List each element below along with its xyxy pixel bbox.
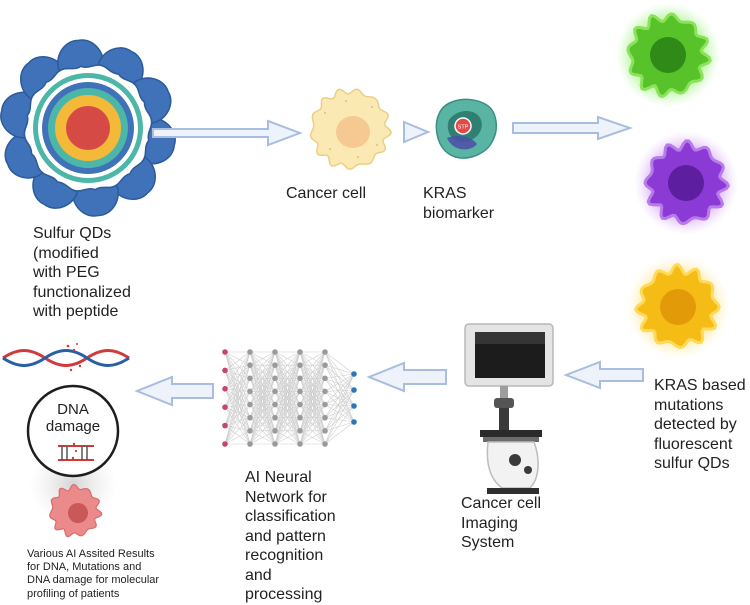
nn-output-node — [351, 419, 357, 425]
qd-label-line: with peptide — [33, 303, 119, 321]
dna-damage-label-line: DNA — [57, 401, 89, 418]
nn-hidden-node — [272, 401, 278, 408]
qd-label-line: with PEG — [33, 264, 100, 282]
mutations-label-line: KRAS based — [654, 377, 746, 394]
nn-hidden-node — [322, 414, 328, 421]
nn-hidden-node — [297, 349, 303, 355]
purple-fluorescent-cell-icon — [634, 131, 738, 235]
nn-hidden-node — [322, 428, 328, 434]
results-label-line: for DNA, Mutations and — [27, 561, 142, 574]
nn-hidden-node — [272, 441, 278, 447]
nn-hidden-node — [272, 428, 278, 434]
arrow-qd-to-cell — [152, 119, 303, 147]
kras-label-line: KRAS — [423, 185, 467, 202]
arrow-cells-to-imaging — [563, 360, 644, 390]
nn-output-node — [351, 371, 357, 377]
nn-hidden-node — [322, 441, 328, 447]
mutations-label-line: mutations — [654, 396, 724, 414]
kras-label-line: biomarker — [423, 204, 495, 222]
ai-label-line: Network for — [245, 488, 327, 506]
results-label-line: profiling of patients — [27, 587, 120, 600]
ai-label-line: and — [245, 566, 272, 584]
dna-helix-icon — [2, 343, 130, 372]
nn-input-node — [222, 386, 228, 392]
dna-damage-label-line: damage — [45, 418, 101, 436]
stop-sign-label: STP — [458, 125, 469, 131]
nn-input-node — [222, 404, 228, 411]
nn-hidden-node — [322, 375, 328, 382]
qd-label-line: Sulfur QDs — [33, 225, 112, 242]
nn-input-node — [222, 441, 228, 447]
nn-hidden-node — [297, 375, 303, 382]
nn-hidden-node — [247, 375, 253, 382]
nn-hidden-node — [297, 441, 303, 447]
ai-network-label: AI Neural Network for classification and… — [245, 468, 336, 605]
nn-hidden-node — [297, 414, 303, 421]
dna-damage-label: DNA damage — [43, 401, 103, 436]
damaged-dna-icon — [58, 442, 94, 461]
ai-label-line: and pattern — [245, 527, 326, 545]
imaging-system-label: Cancer cell Imaging System — [461, 494, 541, 553]
nn-hidden-node — [322, 349, 328, 355]
nn-hidden-node — [297, 428, 303, 434]
cancer-cell-icon — [309, 88, 392, 171]
yellow-fluorescent-cell-icon — [626, 255, 730, 359]
green-fluorescent-cell-icon — [616, 3, 720, 107]
nn-input-node — [222, 349, 228, 355]
nn-hidden-node — [247, 388, 253, 395]
mutations-label-line: detected by — [654, 416, 737, 434]
arrow-ai-to-results — [134, 375, 214, 407]
mutations-label-line: sulfur QDs — [654, 455, 730, 473]
results-label-line: Various AI Assited Results — [27, 548, 155, 560]
nn-hidden-node — [247, 414, 253, 421]
mutations-label: KRAS based mutations detected by fluores… — [654, 376, 746, 474]
nn-hidden-node — [247, 349, 253, 355]
ai-label-line: classification — [245, 508, 336, 526]
nn-hidden-node — [322, 362, 328, 368]
imaging-label-line: Cancer cell — [461, 495, 542, 512]
nn-output-node — [351, 403, 357, 409]
qd-label-line: (modified — [33, 244, 99, 262]
qd-label-line: functionalized — [33, 283, 131, 301]
nn-hidden-node — [272, 349, 278, 355]
nn-input-node — [222, 367, 228, 374]
results-label: Various AI Assited Results for DNA, Muta… — [27, 548, 159, 601]
ai-label-line: AI Neural — [245, 469, 312, 486]
nn-hidden-node — [297, 362, 303, 368]
pink-cell-icon — [49, 483, 103, 538]
qd-label: Sulfur QDs (modified with PEG functional… — [33, 224, 131, 322]
nn-hidden-node — [322, 401, 328, 408]
results-label-line: DNA damage for molecular — [27, 574, 160, 587]
sulfur-qd-icon — [0, 39, 176, 217]
cancer-cell-label: Cancer cell — [286, 185, 367, 202]
imaging-label-line: System — [461, 534, 515, 552]
nn-hidden-node — [322, 388, 328, 395]
neural-network-icon — [222, 349, 357, 447]
nn-hidden-node — [297, 388, 303, 395]
imaging-label-line: Imaging — [461, 514, 518, 532]
ai-label-line: processing — [245, 586, 323, 604]
nn-hidden-node — [272, 375, 278, 382]
arrow-imaging-to-ai — [366, 361, 447, 393]
kras-biomarker-label: KRAS biomarker — [423, 184, 494, 223]
ai-label-line: recognition — [245, 547, 324, 565]
nn-hidden-node — [272, 414, 278, 421]
nn-hidden-node — [272, 388, 278, 395]
arrow-cell-to-kras — [403, 120, 431, 144]
nn-input-node — [222, 422, 228, 429]
kras-biomarker-icon: STP — [435, 98, 498, 159]
nn-hidden-node — [247, 441, 253, 447]
nn-output-node — [351, 387, 357, 393]
nn-hidden-node — [272, 362, 278, 368]
nn-hidden-node — [247, 401, 253, 408]
arrow-kras-to-cells — [512, 115, 634, 141]
nn-hidden-node — [247, 362, 253, 368]
nn-hidden-node — [297, 401, 303, 408]
mutations-label-line: fluorescent — [654, 435, 733, 453]
nn-hidden-node — [247, 428, 253, 434]
microscope-icon — [464, 323, 554, 494]
